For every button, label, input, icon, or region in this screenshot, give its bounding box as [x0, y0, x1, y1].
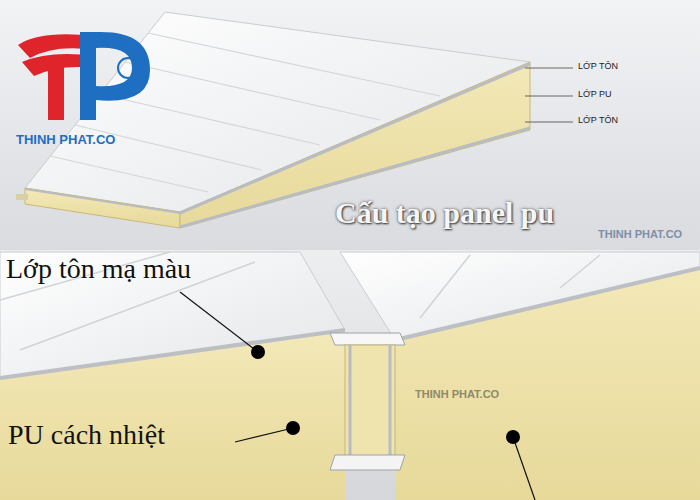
part-label: Lớp tôn mạ màu [6, 254, 191, 285]
watermark: THINH PHAT.CO [415, 388, 499, 400]
company-logo-text: THINH PHAT.CO [16, 133, 115, 147]
part-label: PU cách nhiệt [8, 420, 165, 451]
layer-label: LỚP TÔN [578, 62, 618, 72]
panel-caption: Cấu tạo panel pu [335, 196, 554, 229]
layer-label: LỚP PU [578, 90, 612, 100]
layer-label: LỚP TÔN [578, 116, 618, 126]
watermark: THINH PHAT.CO [598, 228, 682, 240]
